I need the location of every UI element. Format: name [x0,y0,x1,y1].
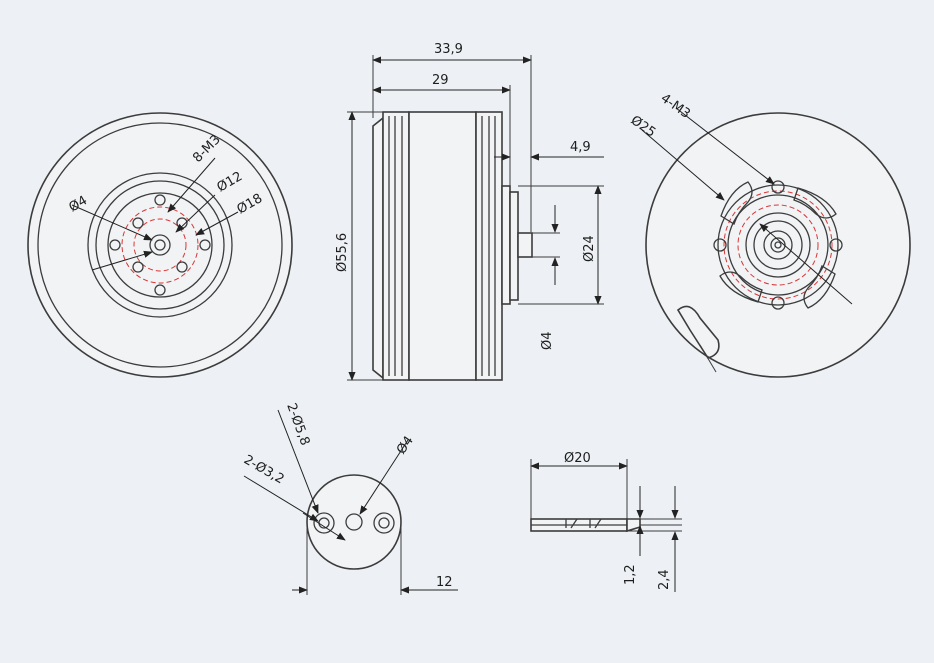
washer-diameter-label: Ø20 [564,451,591,466]
back-d25-label: Ø25 [628,113,659,141]
side-view: 33,9 29 4,9 Ø55,6 Ø24 Ø4 [335,42,604,381]
front-view: 8-M3 Ø4 Ø12 Ø18 [27,112,293,378]
washer-section-view: Ø20 1,2 2,4 [530,451,682,592]
side-shaft-length-label: 4,9 [570,140,591,155]
side-shaft-diameter-label: Ø4 [540,331,555,350]
shaft-adapter-view: 2-Ø5,8 2-Ø3,2 Ø4 12 [241,401,458,595]
adapter-d58-label: 2-Ø5,8 [283,401,312,447]
m3-mount-holes [109,194,211,296]
adapter-d4-label: Ø4 [394,434,417,458]
side-length-body-label: 29 [432,73,449,88]
side-hub-diameter-label: Ø24 [582,235,597,262]
washer-thickness-1-label: 1,2 [623,564,638,585]
back-cooling-slots [719,181,837,309]
side-outer-diameter-label: Ø55,6 [335,233,350,272]
adapter-width-label: 12 [436,575,453,590]
back-view: 4-M3 Ø25 [628,91,911,378]
side-length-total-label: 33,9 [434,42,463,57]
back-m3-holes [713,180,843,310]
adapter-d32-label: 2-Ø3,2 [241,452,286,487]
washer-thickness-2-label: 2,4 [657,569,672,590]
